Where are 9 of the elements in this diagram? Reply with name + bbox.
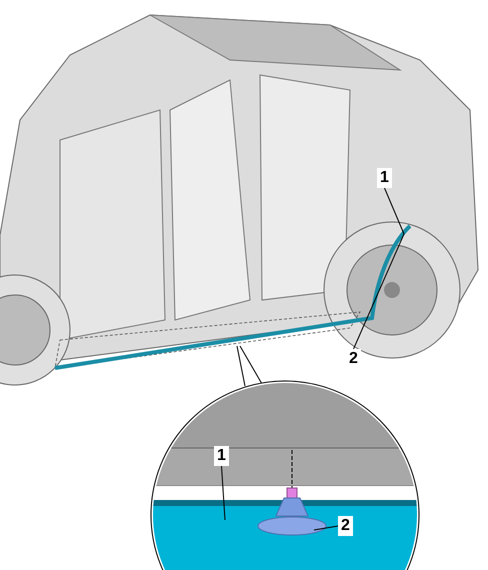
callout-number: 1	[214, 446, 229, 466]
callout-number: 1	[377, 168, 392, 188]
leader-line	[221, 466, 226, 520]
leader-line	[384, 188, 404, 234]
trim-strip	[153, 500, 417, 570]
clip-fastener	[258, 488, 326, 536]
leader-line	[353, 234, 404, 350]
trim-strip	[54, 224, 412, 370]
leader-line	[314, 526, 338, 530]
